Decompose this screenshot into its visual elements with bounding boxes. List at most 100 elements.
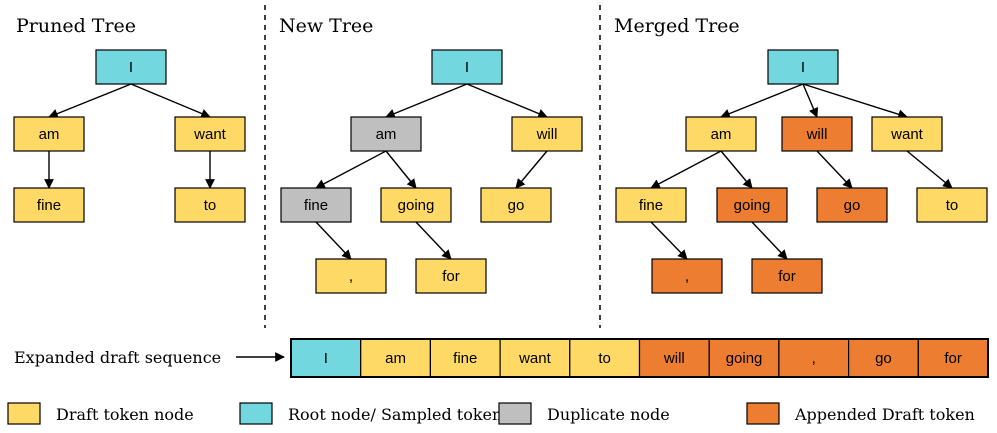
new-tree-node-draft: for	[415, 258, 487, 294]
node-box	[781, 116, 853, 152]
node-box	[716, 187, 788, 223]
merged-tree-node-appended: going	[716, 187, 788, 223]
node-box	[415, 258, 487, 294]
new-tree-edge	[415, 221, 452, 260]
node-label: go	[508, 197, 525, 214]
node-label: am	[39, 126, 60, 143]
new-tree-title: New Tree	[279, 15, 373, 37]
node-label: want	[193, 126, 227, 143]
node-label: I	[129, 59, 133, 76]
legend-item-appended: Appended Draft token	[746, 402, 975, 425]
sequence-cell-box	[569, 338, 641, 378]
node-box	[816, 187, 888, 223]
node-box	[13, 116, 85, 152]
sequence-cell-draft: want	[499, 338, 571, 378]
pruned-tree-node-root: I	[95, 49, 167, 85]
sequence-cell-appended: will	[638, 338, 710, 378]
legend-label: Root node/ Sampled token	[288, 405, 502, 424]
merged-tree-edge	[650, 221, 688, 260]
sequence-cell-draft: am	[360, 338, 432, 378]
node-box	[615, 187, 687, 223]
sequence-cell-appended: going	[708, 338, 780, 378]
pruned-tree-node-draft: am	[13, 116, 85, 152]
sequence-cell-label: going	[726, 350, 763, 367]
sequence-cell-root: I	[290, 338, 362, 378]
merged-tree-node-draft: fine	[615, 187, 687, 223]
node-label: to	[946, 197, 959, 214]
new-tree-node-draft: ,	[315, 258, 387, 294]
node-label: fine	[639, 197, 663, 214]
merged-tree-node-draft: to	[916, 187, 988, 223]
node-label: fine	[304, 197, 328, 214]
node-label: to	[204, 197, 217, 214]
new-tree-node-draft: will	[511, 116, 583, 152]
node-label: ,	[685, 268, 689, 285]
new-tree-edge	[315, 221, 352, 260]
node-label: ,	[349, 268, 353, 285]
legend-item-root: Root node/ Sampled token	[239, 402, 502, 425]
pruned-tree-edge	[130, 83, 211, 119]
sequence-cell-draft: to	[569, 338, 641, 378]
node-box	[871, 116, 943, 152]
legend-item-duplicate: Duplicate node	[498, 402, 670, 425]
node-label: I	[465, 59, 469, 76]
node-label: fine	[37, 197, 61, 214]
pruned-tree-node-draft: fine	[13, 187, 85, 223]
merged-tree-edge	[802, 83, 819, 118]
sequence-cell-box	[429, 338, 501, 378]
new-tree-edge	[466, 83, 548, 119]
merged-tree-edge	[720, 83, 804, 119]
node-label: for	[442, 268, 460, 285]
sequence-cell-label: will	[663, 350, 685, 367]
new-tree-edge	[385, 83, 468, 119]
node-box	[280, 187, 352, 223]
sequence-cell-label: fine	[453, 350, 477, 367]
sequence-cell-label: am	[385, 350, 406, 367]
node-label: I	[801, 59, 805, 76]
sequence-cell-label: for	[944, 350, 962, 367]
node-box	[916, 187, 988, 223]
merged-tree-edge	[802, 83, 908, 120]
node-label: for	[778, 268, 796, 285]
sequence-cell-label: ,	[812, 350, 816, 367]
sequence-cell-appended: for	[917, 338, 989, 378]
sequence-outline	[290, 338, 989, 378]
legend-label: Duplicate node	[547, 405, 670, 424]
sequence-cell-label: to	[598, 350, 611, 367]
new-tree-edge	[315, 150, 387, 189]
new-tree-node-root: I	[431, 49, 503, 85]
node-box	[350, 116, 422, 152]
sequence-cell-box	[499, 338, 571, 378]
node-label: going	[398, 197, 435, 214]
node-box	[13, 187, 85, 223]
expanded-sequence-label: Expanded draft sequence	[14, 348, 221, 367]
merged-tree-edge	[751, 221, 788, 260]
node-box	[431, 49, 503, 85]
merged-tree-edge	[906, 150, 953, 189]
new-tree-node-draft: going	[380, 187, 452, 223]
sequence-cell-label: want	[518, 350, 552, 367]
pruned-tree-node-draft: want	[174, 116, 246, 152]
node-box	[511, 116, 583, 152]
new-tree-node-duplicate: am	[350, 116, 422, 152]
merged-tree-edge	[720, 150, 753, 189]
node-box	[767, 49, 839, 85]
legend-swatch	[239, 402, 273, 425]
legend: Draft token node Root node/ Sampled token…	[7, 402, 975, 425]
node-box	[751, 258, 823, 294]
node-label: going	[734, 197, 771, 214]
merged-tree-node-draft: want	[871, 116, 943, 152]
node-box	[95, 49, 167, 85]
node-label: go	[844, 197, 861, 214]
node-box	[174, 116, 246, 152]
merged-tree-title: Merged Tree	[614, 15, 740, 37]
node-box	[480, 187, 552, 223]
new-tree-edge	[515, 150, 548, 189]
legend-item-draft: Draft token node	[7, 402, 194, 425]
legend-swatch	[498, 402, 532, 425]
merged-tree-node-appended: ,	[651, 258, 723, 294]
sequence-cell-appended: ,	[778, 338, 850, 378]
new-tree-node-duplicate: fine	[280, 187, 352, 223]
